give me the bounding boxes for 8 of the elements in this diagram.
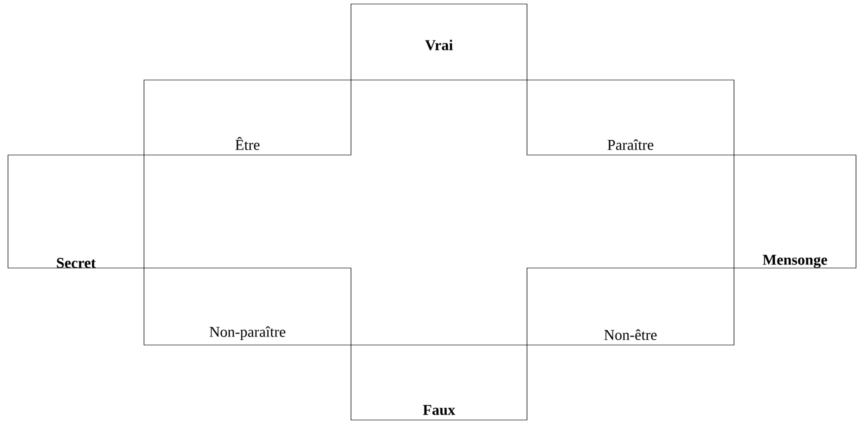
square-box: Secret: [8, 154, 144, 268]
square-box: Non-être: [526, 268, 734, 346]
square-box: Faux: [350, 344, 528, 420]
square-box: Non-paraître: [144, 268, 352, 346]
square-box: Mensonge: [734, 154, 856, 268]
square-box: Vrai: [350, 4, 528, 80]
square-box: Paraître: [526, 80, 734, 156]
square-box: Être: [144, 80, 352, 156]
